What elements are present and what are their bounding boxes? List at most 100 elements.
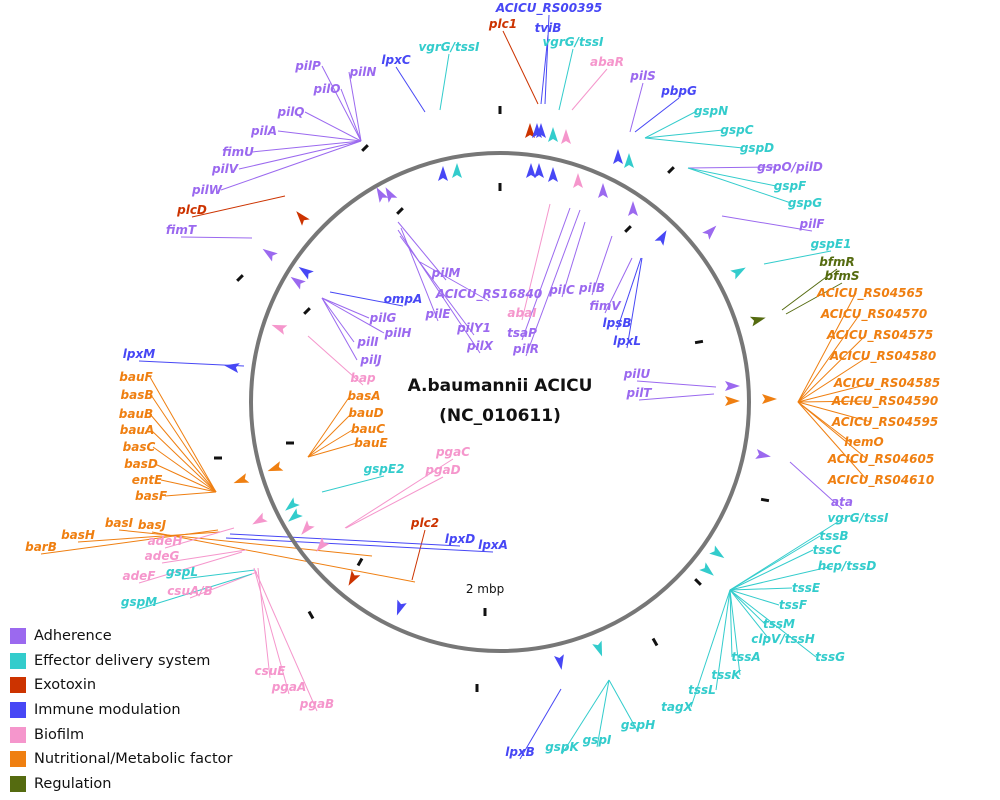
gene-marker (396, 599, 407, 616)
gene-label: fimV (589, 299, 622, 313)
gene-label: plc1 (488, 17, 517, 31)
leader-line (277, 130, 362, 142)
tick-mark (303, 307, 311, 315)
leader-line (687, 167, 777, 187)
leader-line (321, 475, 385, 493)
gene-label: gspD (740, 141, 774, 155)
gene-label: tssA (731, 650, 760, 664)
gene-label: pilX (466, 339, 494, 353)
gene-label: pilP (294, 59, 321, 73)
gene-label: tviB (535, 21, 562, 35)
tick-mark (760, 497, 770, 503)
gene-label: bauF (119, 370, 153, 384)
gene-label: ACICU_RS04580 (829, 349, 936, 364)
gene-label: gspI (583, 733, 612, 747)
leader-line (634, 97, 680, 133)
leader-line (238, 140, 362, 170)
gene-label: bauE (354, 436, 388, 450)
leader-line (763, 250, 832, 265)
leader-line (321, 297, 370, 319)
leader-line (307, 428, 355, 458)
leader-line (608, 679, 639, 733)
gene-label: vgrG/tssI (418, 40, 480, 54)
gene-label: abaI (507, 306, 537, 320)
gene-marker (262, 248, 278, 262)
gene-label: fimT (166, 223, 197, 237)
gene-label: pilV (211, 162, 240, 176)
leader-line (729, 589, 741, 676)
tick-mark (356, 557, 364, 567)
gene-label: basJ (138, 518, 167, 532)
leader-line (254, 569, 318, 712)
gene-marker (699, 562, 714, 576)
gene-label: lpxL (613, 334, 641, 348)
gene-label: pgaD (424, 463, 460, 477)
leader-line (321, 297, 385, 334)
gene-label: ACICU_RS04590 (831, 394, 938, 409)
tick-mark (307, 610, 315, 620)
gene-label: basA (347, 389, 380, 403)
gene-label: bfmS (825, 269, 860, 283)
leader-line (687, 167, 792, 204)
gene-label: ACICU_RS04585 (833, 376, 940, 391)
gene-label: tssK (711, 668, 742, 682)
gene-marker (709, 545, 725, 559)
tick-mark (624, 225, 632, 233)
leader-line (629, 82, 644, 133)
leader-line (797, 292, 857, 403)
leader-line (690, 589, 731, 708)
gene-marker (725, 381, 740, 391)
gene-label: ACICU_RS16840 (435, 287, 542, 302)
legend-swatch (10, 677, 26, 694)
legend-swatch (10, 628, 26, 645)
leader-line (729, 565, 834, 591)
gene-label: pilY1 (456, 321, 491, 335)
gene-label: gspC (720, 123, 753, 137)
gene-label: basD (124, 457, 158, 471)
gene-label: basB (121, 388, 154, 402)
leader-line (729, 535, 821, 591)
gene-label: hemO (844, 435, 883, 449)
gene-label: gspF (774, 179, 807, 193)
leader-line (257, 567, 271, 679)
gene-marker (525, 123, 535, 138)
gene-label: tssM (763, 617, 795, 631)
leader-line (715, 589, 731, 691)
leader-line (229, 533, 461, 547)
leader-line (561, 679, 610, 755)
leader-line (307, 335, 364, 386)
gene-label: ACICU_RS04605 (827, 452, 934, 467)
gene-label: tssB (819, 529, 848, 543)
tick-mark (498, 106, 502, 114)
gene-label: gspG (788, 196, 822, 210)
leader-line (729, 589, 770, 640)
tick-mark (667, 166, 675, 174)
legend-swatch (10, 702, 26, 719)
tick-mark (214, 456, 222, 460)
gene-label: ACICU_RS04575 (826, 328, 933, 343)
genome-title: A.baumannii ACICU (408, 376, 593, 396)
gene-marker (725, 396, 740, 406)
gene-marker (536, 123, 546, 138)
leader-line (797, 313, 861, 403)
legend-item: Regulation (10, 772, 232, 797)
leader-line (591, 235, 613, 296)
leader-line (797, 401, 868, 460)
leader-line (138, 573, 253, 610)
tick-mark (286, 441, 294, 445)
gene-label: bauC (351, 422, 385, 436)
leader-line (596, 679, 610, 748)
leader-line (525, 209, 581, 357)
leader-line (164, 491, 217, 497)
gene-marker (730, 267, 746, 280)
tick-mark (694, 339, 704, 345)
gene-label: lpxC (381, 53, 410, 67)
leader-line (395, 66, 426, 113)
leader-line (152, 446, 217, 493)
leader-line (151, 531, 416, 583)
gene-marker (624, 153, 634, 168)
gene-marker (548, 167, 558, 182)
gene-marker (598, 183, 608, 198)
leader-line (687, 166, 777, 169)
gene-marker (385, 187, 398, 203)
